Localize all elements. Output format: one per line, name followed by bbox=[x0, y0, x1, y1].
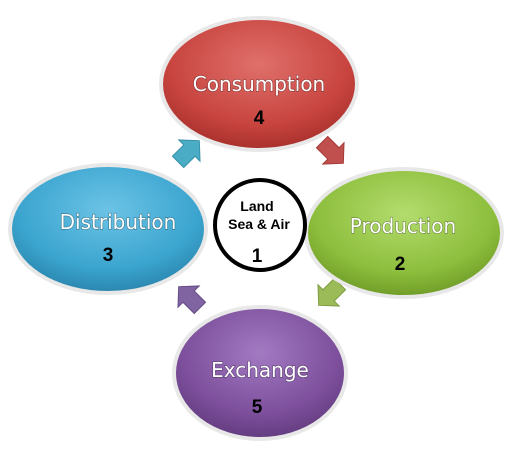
production-label: Production bbox=[350, 214, 456, 238]
center-number: 1 bbox=[252, 246, 263, 267]
exchange-label: Exchange bbox=[211, 358, 309, 382]
arrow-exchange-to-distribution bbox=[177, 285, 207, 315]
arrow-production-to-exchange bbox=[317, 277, 347, 307]
node-exchange: Exchange 5 bbox=[172, 305, 348, 441]
distribution-number: 3 bbox=[103, 245, 114, 266]
center-circle: Land Sea & Air 1 bbox=[213, 178, 307, 272]
consumption-label: Consumption bbox=[193, 72, 325, 96]
arrow-distribution-to-consumption bbox=[171, 139, 201, 169]
center-line2: Sea & Air bbox=[228, 216, 290, 232]
consumption-number: 4 bbox=[254, 108, 265, 129]
center-line1: Land bbox=[240, 198, 273, 214]
arrow-consumption-to-production bbox=[315, 135, 345, 165]
exchange-number: 5 bbox=[252, 397, 263, 418]
node-consumption: Consumption 4 bbox=[159, 16, 359, 152]
node-production: Production 2 bbox=[304, 167, 504, 299]
node-distribution: Distribution 3 bbox=[8, 163, 208, 295]
production-number: 2 bbox=[395, 254, 406, 275]
distribution-label: Distribution bbox=[60, 210, 177, 234]
